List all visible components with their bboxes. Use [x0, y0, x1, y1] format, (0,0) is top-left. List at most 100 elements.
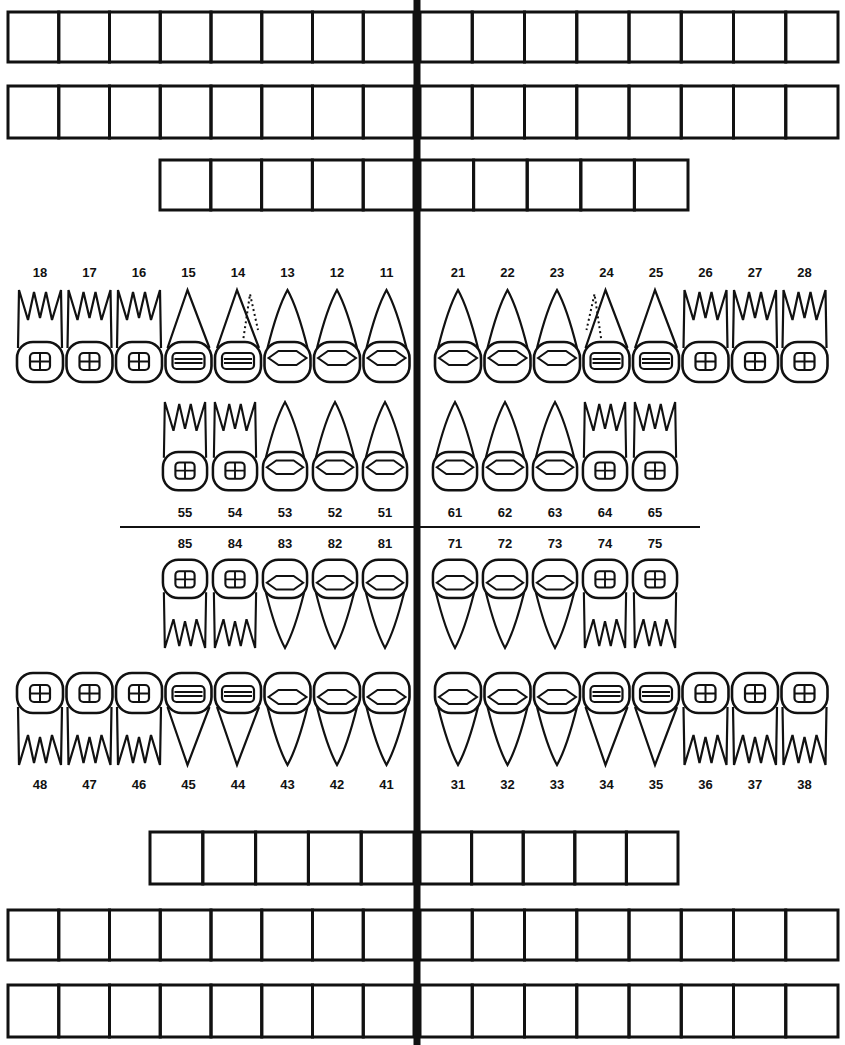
tooth-crown: [633, 452, 677, 490]
occlusal-fissure: [645, 571, 664, 587]
entry-box: [110, 86, 161, 138]
tooth-crown: [313, 452, 357, 490]
tooth-number: 34: [599, 778, 613, 791]
entry-box: [577, 86, 629, 138]
tooth-number: 46: [132, 778, 146, 791]
tooth-number: 36: [698, 778, 712, 791]
occlusal-fissure: [595, 571, 614, 587]
tooth-symbol: [313, 402, 357, 490]
tooth-crown: [163, 452, 207, 490]
occlusal-surface: [129, 353, 149, 370]
tooth-crown: [485, 673, 531, 713]
tooth-root: [214, 592, 256, 648]
incisal-edge: [437, 576, 473, 589]
entry-box: [363, 86, 414, 138]
tooth-crown: [433, 452, 477, 490]
tooth-root: [684, 290, 728, 348]
tooth-number: 42: [330, 778, 344, 791]
tooth-root: [18, 290, 62, 348]
teeth: [17, 290, 828, 765]
occlusal-surface: [795, 353, 815, 370]
midline: [414, 0, 421, 1045]
entry-box: [313, 86, 364, 138]
tooth-symbol: [534, 673, 580, 765]
entry-box: [474, 160, 528, 210]
tooth-symbol: [633, 290, 679, 382]
entry-box: [420, 160, 474, 210]
occlusal-surface: [696, 685, 716, 702]
incisal-edge: [267, 576, 303, 589]
tooth-symbol: [485, 290, 531, 382]
entry-box: [59, 910, 110, 960]
occlusal-fissure: [795, 685, 815, 702]
entry-box: [313, 12, 364, 62]
tooth-crown: [633, 673, 679, 713]
tooth-number: 13: [280, 266, 294, 279]
tooth-symbol: [435, 290, 481, 382]
incisal-edge: [537, 461, 573, 474]
entry-box: [363, 910, 414, 960]
incisal-edge: [269, 690, 307, 704]
tooth-symbol: [633, 402, 677, 490]
occlusal-surface: [129, 685, 149, 702]
incisal-edge: [317, 461, 353, 474]
tooth-root: [217, 290, 259, 348]
occlusal-fissure: [696, 353, 716, 370]
tooth-crown: [314, 342, 360, 382]
entry-box: [211, 86, 262, 138]
entry-box: [262, 86, 313, 138]
entry-box: [211, 160, 262, 210]
tooth-root: [164, 592, 206, 648]
entry-box: [681, 910, 733, 960]
tooth-root: [635, 707, 677, 765]
entry-box: [681, 86, 733, 138]
tooth-number: 48: [33, 778, 47, 791]
tooth-number: 17: [82, 266, 96, 279]
incisal-edge: [538, 351, 576, 365]
incisal-edge: [489, 351, 527, 365]
tooth-crown: [17, 673, 63, 713]
tooth-crown: [683, 673, 729, 713]
tooth-number: 53: [278, 506, 292, 519]
entry-box: [110, 12, 161, 62]
tooth-root: [536, 592, 574, 648]
incisal-edge: [487, 461, 523, 474]
tooth-root: [486, 592, 524, 648]
tooth-crown: [17, 342, 63, 382]
tooth-crown: [166, 342, 212, 382]
tooth-root: [317, 290, 357, 348]
entry-box: [525, 86, 577, 138]
occlusal-fissure: [645, 462, 664, 478]
tooth-symbol: [163, 402, 207, 490]
occlusal-surface: [175, 571, 194, 587]
tooth-symbol: [166, 290, 212, 382]
tooth-number: 41: [379, 778, 393, 791]
tooth-crown: [583, 452, 627, 490]
occlusal-fissure: [175, 692, 203, 696]
tooth-symbol: [533, 402, 577, 490]
tooth-crown: [584, 342, 630, 382]
occlusal-fissure: [175, 359, 203, 363]
entry-box: [363, 160, 414, 210]
entry-box: [160, 985, 211, 1037]
occlusal-surface: [645, 462, 664, 478]
entry-box: [734, 12, 786, 62]
entry-box: [629, 985, 681, 1037]
tooth-symbol: [313, 560, 357, 648]
tooth-root: [117, 290, 161, 348]
tooth-symbol: [483, 560, 527, 648]
entry-box: [734, 910, 786, 960]
tooth-number: 27: [748, 266, 762, 279]
occlusal-fissure: [129, 353, 149, 370]
tooth-crown: [265, 342, 311, 382]
tooth-root: [486, 402, 524, 458]
tooth-root: [586, 290, 628, 348]
arch-divider: [120, 526, 700, 528]
tooth-number: 84: [228, 537, 242, 550]
tooth-root: [438, 707, 478, 765]
tooth-root: [214, 402, 256, 458]
tooth-crown: [732, 673, 778, 713]
tooth-root: [168, 290, 210, 348]
tooth-symbol: [215, 673, 261, 765]
tooth-number: 62: [498, 506, 512, 519]
